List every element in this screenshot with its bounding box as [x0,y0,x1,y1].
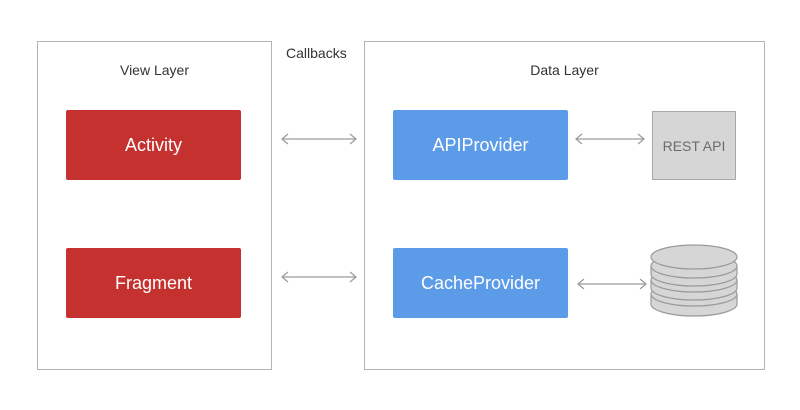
data-layer-title: Data Layer [530,62,599,78]
view-layer-panel: View Layer [37,41,272,370]
database-stack-icon [650,244,738,317]
apiprovider-box: APIProvider [393,110,568,180]
activity-apiprovider-arrow [281,133,357,145]
data-layer-panel: Data Layer [364,41,765,370]
view-layer-title: View Layer [119,62,189,78]
callbacks-label: Callbacks [286,45,347,61]
activity-box: Activity [66,110,241,180]
fragment-box: Fragment [66,248,241,318]
apiprovider-restapi-arrow [575,133,645,145]
rest-api-box: REST API [652,111,736,180]
cacheprovider-box: CacheProvider [393,248,568,318]
cacheprovider-database-arrow [577,278,647,290]
fragment-cacheprovider-arrow [281,271,357,283]
